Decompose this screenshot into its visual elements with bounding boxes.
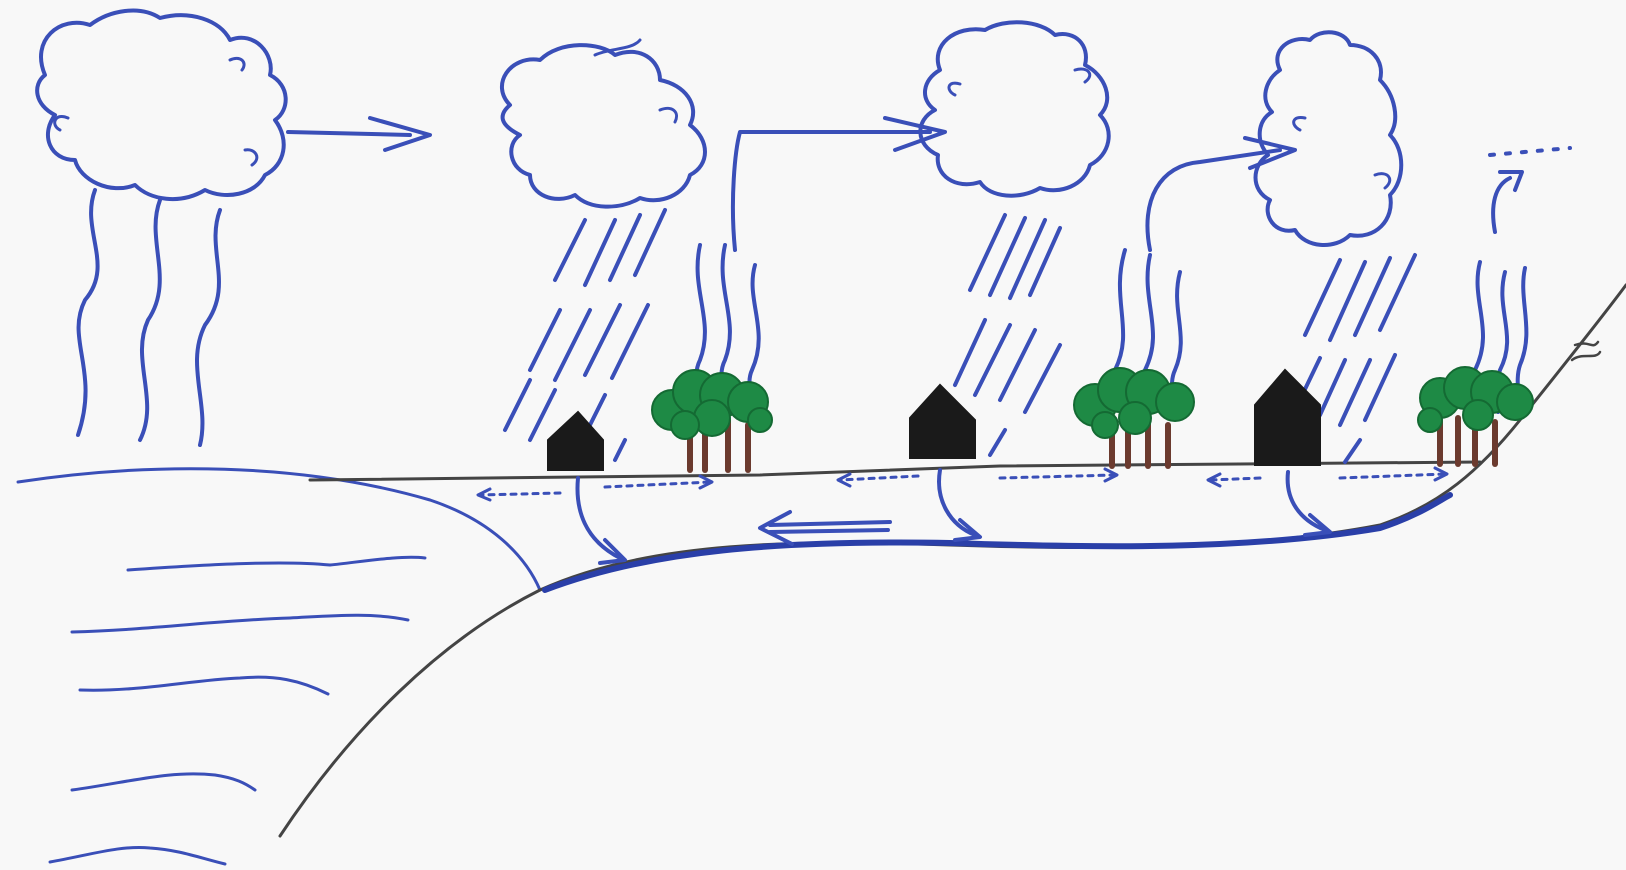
- ocean-evaporation: [78, 190, 220, 445]
- cloud-4: [1256, 32, 1402, 245]
- rain-streak: [990, 218, 1025, 295]
- cloud-curl: [55, 58, 257, 165]
- rain-streak: [530, 390, 555, 440]
- tree-cluster: [652, 370, 772, 470]
- cloud-2: [502, 40, 705, 207]
- runoff-arrow: [605, 482, 710, 487]
- wind-arrow: [1493, 172, 1522, 232]
- cloud-3: [920, 22, 1108, 196]
- runoff-arrow: [480, 493, 560, 495]
- rain-streak: [970, 215, 1005, 290]
- wind-arrow: [288, 118, 430, 150]
- rain-streak: [1000, 330, 1035, 400]
- rain-streak: [1305, 260, 1340, 335]
- cloud-1: [37, 11, 286, 200]
- ocean-wave: [80, 677, 328, 694]
- evaporation-line: [140, 200, 160, 440]
- wind-arrow: [1147, 138, 1295, 250]
- groundwater-flow: [760, 512, 890, 544]
- tree-cluster: [1418, 367, 1533, 464]
- cloud: [1256, 32, 1402, 245]
- runoff-arrow: [840, 476, 918, 480]
- rain-streak: [555, 310, 590, 380]
- ocean: [18, 469, 540, 864]
- infiltration-arrow: [939, 470, 975, 535]
- house-icon: [910, 385, 975, 458]
- rain-streak: [990, 430, 1005, 455]
- wind-arrow: [733, 118, 945, 250]
- ocean-wave: [72, 774, 255, 790]
- tree-foliage: [652, 370, 772, 439]
- rain-streak: [975, 325, 1010, 395]
- tree-foliage: [1074, 368, 1194, 438]
- groundwater-flow-arrow: [770, 522, 890, 525]
- cloud: [37, 11, 286, 200]
- rain-streak: [590, 395, 605, 425]
- rain-streak: [1030, 228, 1060, 295]
- house-icon: [548, 412, 603, 470]
- rain-streak: [585, 305, 620, 375]
- runoff-arrowheads: [478, 468, 1447, 500]
- cloud: [920, 22, 1108, 196]
- rain-streak: [1320, 360, 1345, 415]
- ocean-wave: [128, 557, 425, 570]
- groundwater-flow-arrowhead: [760, 512, 792, 544]
- rain-streak: [955, 320, 985, 385]
- rain-streak: [555, 220, 585, 280]
- house-icon: [910, 385, 975, 458]
- cloud-curl: [1294, 117, 1390, 188]
- cloud: [502, 45, 705, 207]
- rain-streak: [1010, 220, 1045, 298]
- runoff-arrow: [1210, 478, 1260, 480]
- rain-streak: [1345, 440, 1360, 462]
- evaporation-line: [197, 210, 220, 445]
- ocean-surface-line: [18, 469, 540, 590]
- house-icon: [1255, 370, 1320, 465]
- evaporation-line: [78, 190, 98, 435]
- groundwater-flow-arrow: [770, 530, 888, 532]
- dotted-drift: [1490, 148, 1570, 155]
- rain-streak: [505, 380, 530, 430]
- cloud-curl: [949, 69, 1090, 95]
- land: [280, 285, 1626, 836]
- rain-streak: [1025, 345, 1060, 412]
- tree-cluster: [1074, 368, 1194, 466]
- runoff-arrow: [1340, 474, 1445, 478]
- land-slope: [280, 285, 1626, 836]
- rain-streak: [612, 305, 648, 378]
- house-icon: [548, 412, 603, 470]
- house-icon: [1255, 370, 1320, 465]
- water-table-line: [545, 495, 1450, 590]
- runoff-arrow: [1000, 475, 1115, 478]
- ocean-wave: [50, 847, 225, 864]
- rain-streak: [530, 310, 560, 370]
- ocean-wave: [72, 615, 408, 632]
- rain-streak: [615, 440, 625, 460]
- tree-foliage: [1418, 367, 1533, 432]
